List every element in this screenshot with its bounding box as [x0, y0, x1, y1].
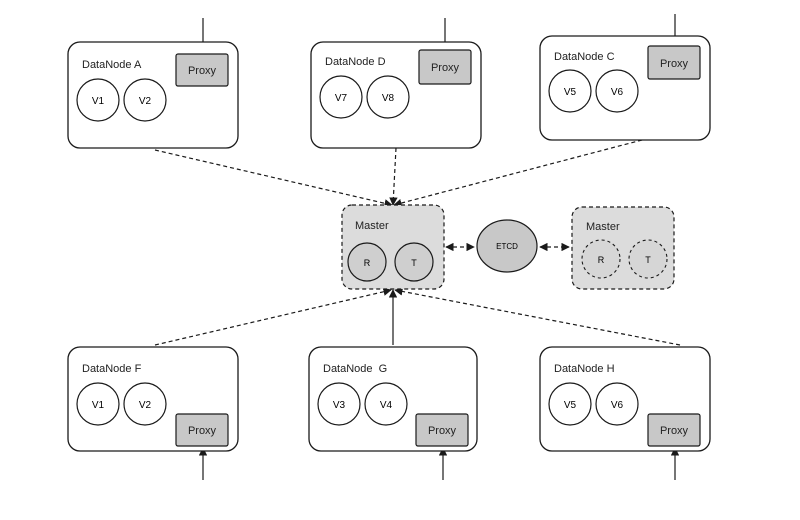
vnode-label: V6	[611, 87, 624, 98]
connectors	[154, 14, 681, 480]
role-circle-t	[394, 242, 434, 282]
vnode-circle	[123, 382, 167, 426]
vnode-circle	[319, 75, 363, 119]
proxy-box	[647, 45, 701, 80]
proxy-label: Proxy	[428, 425, 457, 437]
vnode-label: V1	[92, 96, 105, 107]
vnode-label: V6	[611, 400, 624, 411]
vnode-circle	[364, 382, 408, 426]
master-primary: Master R T	[341, 204, 445, 290]
datanode-d: DataNode D Proxy V7 V8	[310, 41, 482, 149]
proxy-box	[175, 413, 229, 447]
datanode-a: DataNode A Proxy V1 V2	[67, 41, 239, 149]
vnode-circle	[548, 382, 592, 426]
datanode-g: DataNode G V3 V4 Proxy	[308, 346, 478, 452]
datanode-title: DataNode C	[554, 51, 615, 63]
proxy-box	[415, 413, 469, 447]
proxy-label: Proxy	[188, 65, 217, 77]
proxy-box	[418, 49, 472, 85]
vnode-label: V7	[335, 93, 348, 104]
datanode-title: DataNode D	[325, 56, 386, 68]
role-circle-t	[628, 239, 668, 279]
datanode-title: DataNode H	[554, 363, 615, 375]
master-title: Master	[586, 221, 620, 233]
datanode-title: DataNode F	[82, 363, 142, 375]
datanode-c: DataNode C Proxy V5 V6	[539, 35, 711, 141]
role-label: T	[411, 258, 417, 268]
vnode-circle	[317, 382, 361, 426]
proxy-label: Proxy	[431, 62, 460, 74]
role-label: R	[598, 255, 605, 265]
master-standby: Master R T	[571, 206, 675, 290]
etcd: ETCD	[476, 219, 538, 273]
datanode-f: DataNode F V1 V2 Proxy	[67, 346, 239, 452]
datanode-title: DataNode G	[323, 363, 387, 375]
role-label: T	[645, 255, 651, 265]
vnode-circle	[123, 78, 167, 122]
role-label: R	[364, 258, 371, 268]
master-title: Master	[355, 220, 389, 232]
role-circle-r	[581, 239, 621, 279]
vnode-label: V4	[380, 400, 393, 411]
etcd-label: ETCD	[496, 242, 518, 251]
datanode-h: DataNode H V5 V6 Proxy	[539, 346, 711, 452]
vnode-label: V1	[92, 400, 105, 411]
proxy-label: Proxy	[660, 425, 689, 437]
vnode-label: V2	[139, 400, 152, 411]
link-c-master	[393, 139, 643, 208]
datanode-title: DataNode A	[82, 59, 142, 71]
vnode-label: V8	[382, 93, 395, 104]
vnode-circle	[76, 382, 120, 426]
vnode-circle	[548, 69, 592, 113]
vnode-circle	[595, 382, 639, 426]
vnode-circle	[366, 75, 410, 119]
proxy-box	[175, 53, 229, 87]
role-circle-r	[347, 242, 387, 282]
vnode-circle	[595, 69, 639, 113]
proxy-label: Proxy	[188, 425, 217, 437]
proxy-box	[647, 413, 701, 447]
vnode-label: V5	[564, 87, 577, 98]
vnode-label: V2	[139, 96, 152, 107]
proxy-label: Proxy	[660, 58, 689, 70]
vnode-label: V5	[564, 400, 577, 411]
link-a-master	[154, 149, 393, 208]
vnode-circle	[76, 78, 120, 122]
link-d-master	[389, 147, 398, 206]
link-h-master	[394, 287, 681, 346]
vnode-label: V3	[333, 400, 346, 411]
link-f-master	[154, 287, 392, 346]
etcd-ellipse	[476, 219, 538, 273]
